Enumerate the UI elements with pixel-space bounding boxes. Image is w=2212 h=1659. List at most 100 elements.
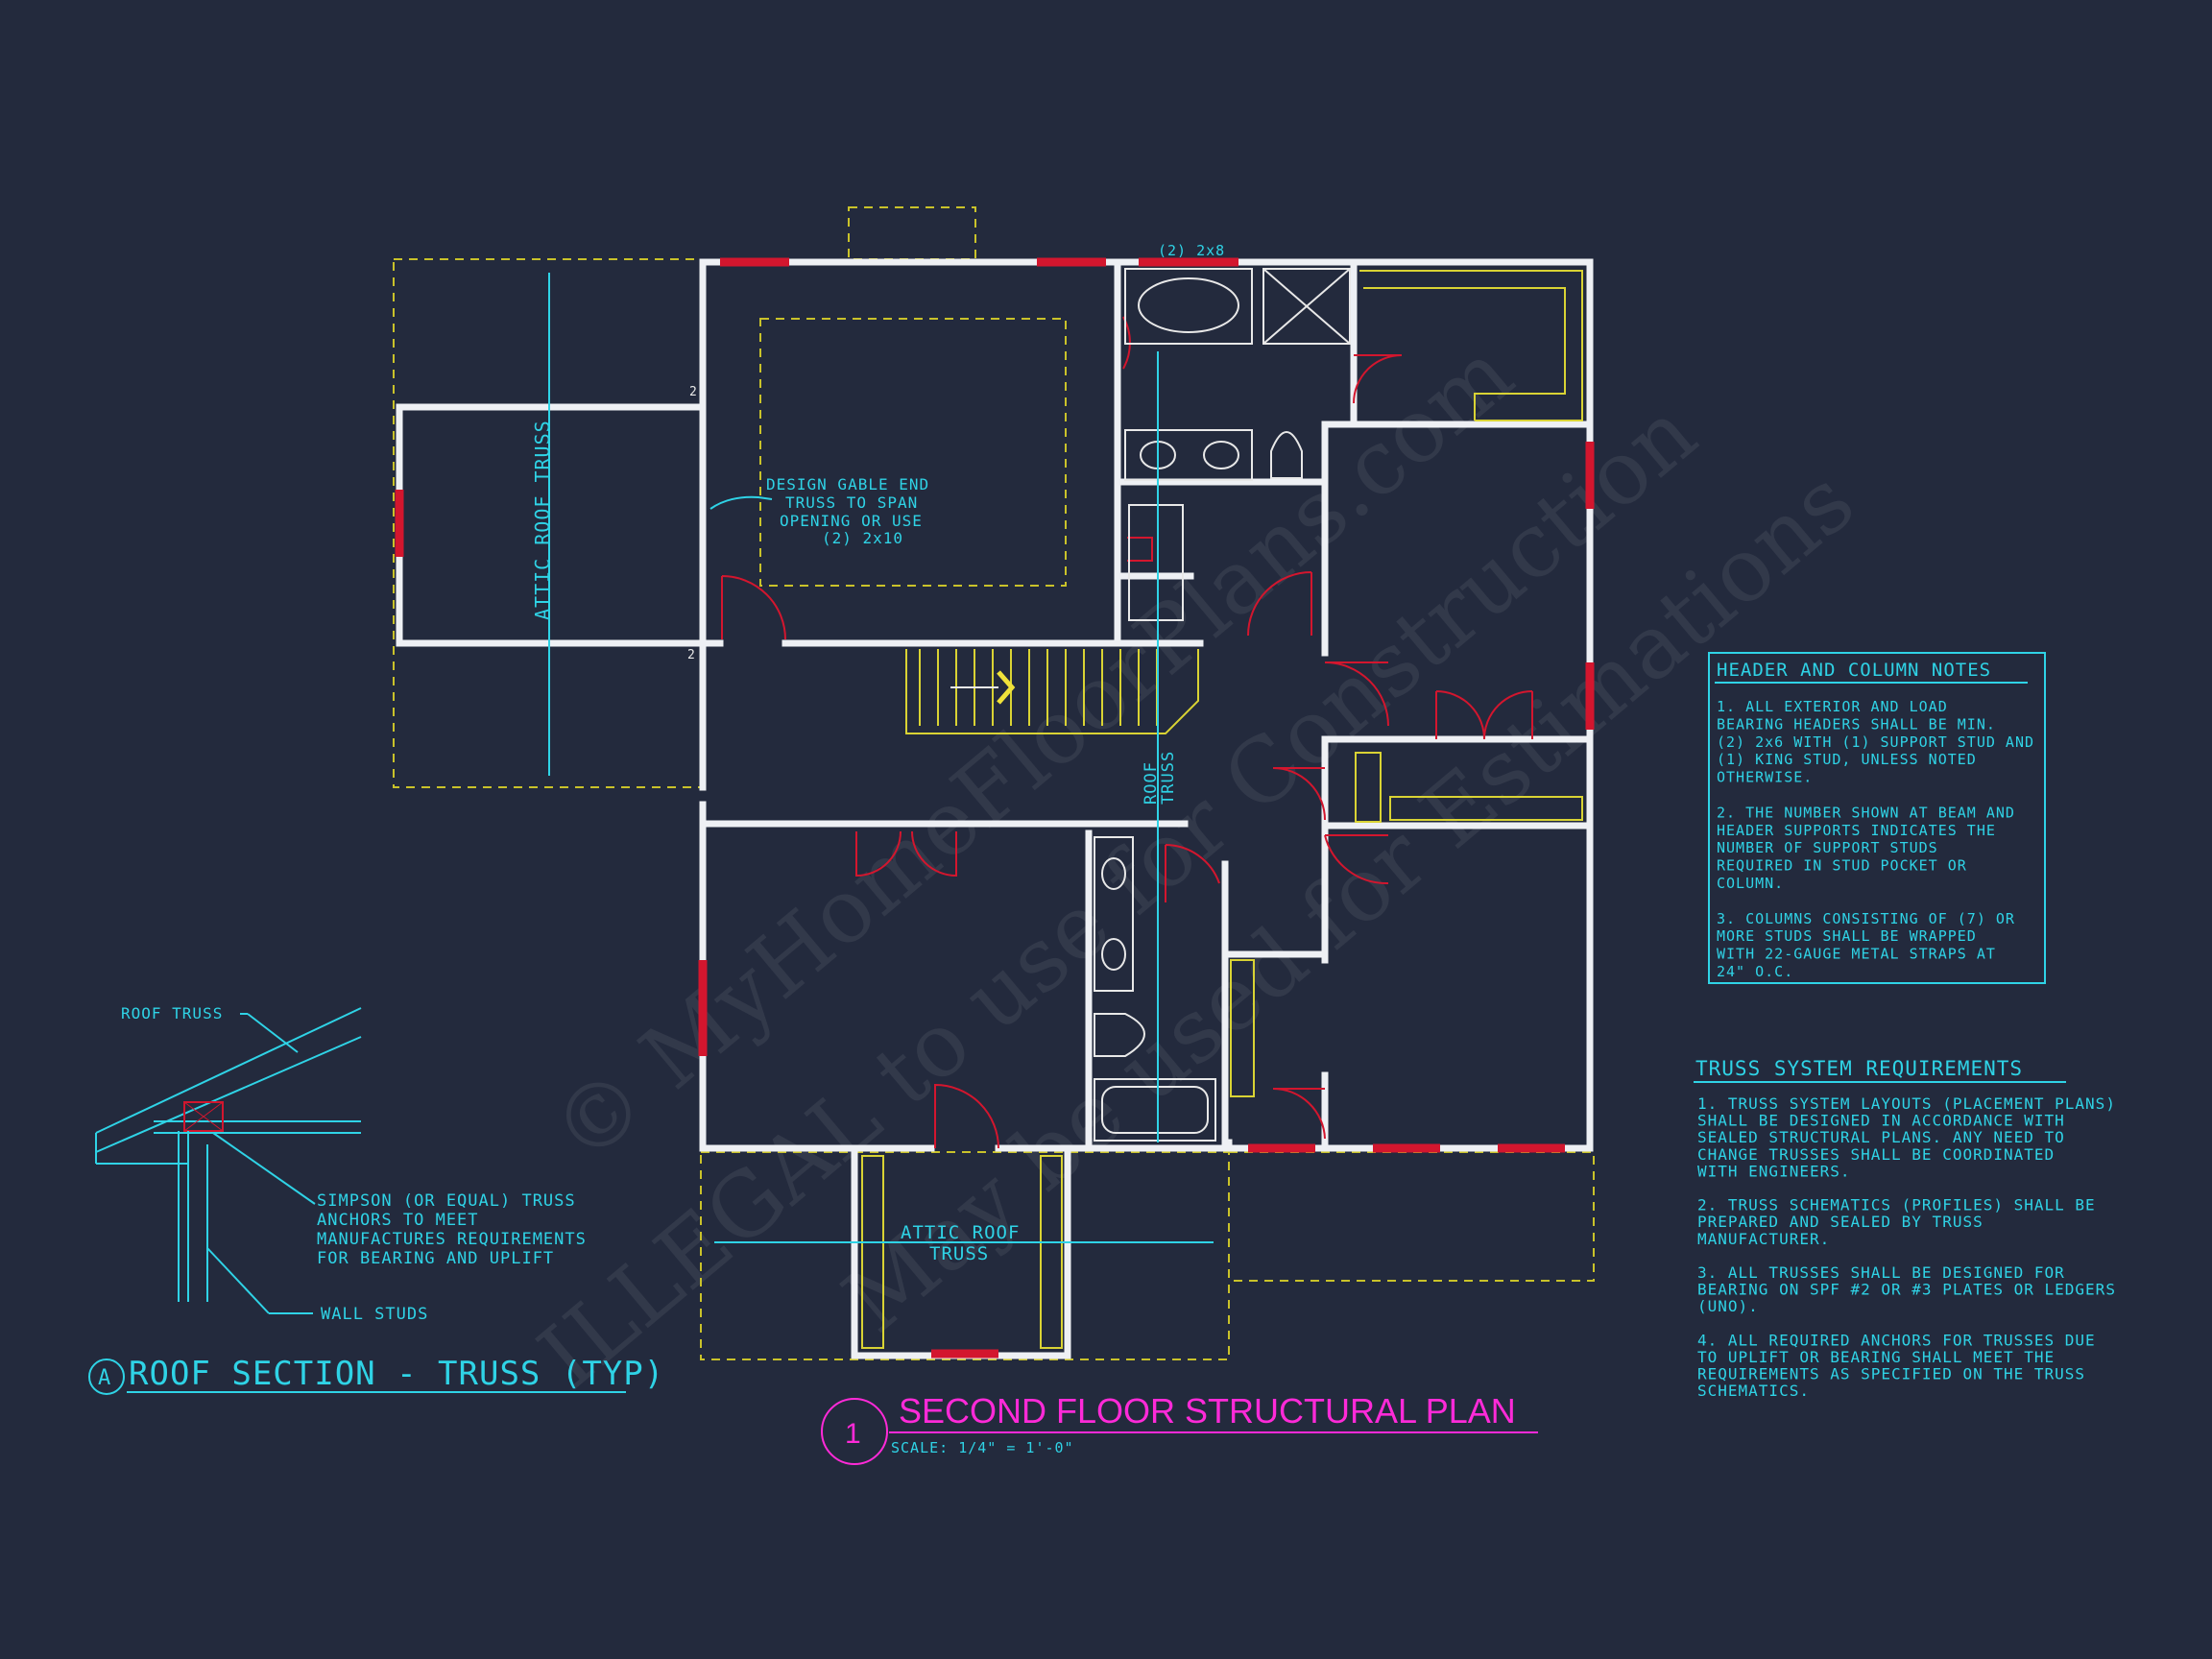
- truss-requirement-line: BEARING ON SPF #2 OR #3 PLATES OR LEDGER…: [1697, 1281, 2116, 1299]
- bathtub-basin-icon: [1138, 277, 1239, 333]
- exterior-wall-bottom: [995, 1139, 1233, 1152]
- attic-bottom-label-line: ATTIC ROOF: [901, 1222, 1020, 1243]
- header-note-line: MORE STUDS SHALL BE WRAPPED: [1717, 927, 1977, 945]
- windows: [395, 257, 1595, 1358]
- top-bump-outline: [848, 206, 976, 260]
- door-swing: [1272, 1088, 1326, 1140]
- door-swing: [1353, 354, 1403, 404]
- gable-note-line: OPENING OR USE: [780, 512, 923, 530]
- stair-direction-arrow-icon: [997, 670, 1016, 705]
- door-swing: [1165, 844, 1220, 902]
- toilet-icon: [1270, 431, 1303, 479]
- header-note-line: 24" O.C.: [1717, 963, 1793, 980]
- walls: [396, 258, 1594, 1359]
- fixtures: [1094, 268, 1351, 1142]
- anchor-note-line: MANUFACTURES REQUIREMENTS: [317, 1230, 587, 1249]
- header-notes-title: HEADER AND COLUMN NOTES: [1717, 660, 1991, 681]
- door-swing: [1247, 571, 1312, 637]
- roof-top-chord-bottom: [95, 1036, 362, 1153]
- truss-requirement-line: 1. TRUSS SYSTEM LAYOUTS (PLACEMENT PLANS…: [1697, 1094, 2116, 1113]
- header-notes-box: HEADER AND COLUMN NOTES 1. ALL EXTERIOR …: [1708, 652, 2046, 984]
- header-note-line: BEARING HEADERS SHALL BE MIN.: [1717, 715, 1996, 733]
- beam-label: (2) 2x8: [1158, 242, 1225, 259]
- closet-shelf: [1359, 270, 1583, 421]
- exterior-wall-main: [699, 258, 1594, 1152]
- section-marker-label: A: [98, 1366, 111, 1390]
- header-note-line: REQUIRED IN STUD POCKET OR: [1717, 857, 1967, 875]
- wall-studs-label: WALL STUDS: [321, 1305, 428, 1324]
- plan-title-block: 1 SECOND FLOOR STRUCTURAL PLAN SCALE: 1/…: [821, 1391, 1538, 1465]
- toilet-icon: [1094, 1013, 1145, 1057]
- sink-icon: [1101, 938, 1126, 971]
- page-title: SECOND FLOOR STRUCTURAL PLAN: [899, 1391, 1516, 1431]
- bathtub: [1094, 1078, 1216, 1142]
- roof-truss-label: ROOF TRUSS: [121, 1004, 223, 1022]
- roof-section-detail: ROOF TRUSS SIMPSON (OR EQUAL) TRUSS ANCH…: [88, 1004, 663, 1395]
- title-number-circle: [821, 1398, 888, 1465]
- plan-labels: (2) 2x8 DESIGN GABLE END TRUSS TO SPAN O…: [531, 242, 1225, 1264]
- gable-note-line: DESIGN GABLE END: [766, 475, 929, 493]
- door-swing: [1324, 661, 1389, 727]
- truss-requirement-line: MANUFACTURER.: [1697, 1230, 1830, 1248]
- roof-overhang-outlines: [393, 206, 1595, 1360]
- washer-dryer: [1128, 504, 1184, 621]
- bathtub: [1124, 268, 1253, 345]
- shower-drain-line: [1262, 268, 1351, 345]
- sink-icon: [1101, 857, 1126, 890]
- roof-top-chord: [95, 1007, 362, 1134]
- closet-shelf: [1355, 752, 1382, 823]
- attic-truss-member: [1040, 1155, 1063, 1349]
- truss-requirement-line: WITH ENGINEERS.: [1697, 1162, 1851, 1180]
- attic-bottom-label-line: TRUSS: [929, 1243, 989, 1264]
- door-swing: [934, 1083, 999, 1149]
- truss-requirement-line: REQUIREMENTS AS SPECIFIED ON THE TRUSS: [1697, 1365, 2085, 1383]
- header-note-line: NUMBER OF SUPPORT STUDS: [1717, 839, 1938, 856]
- truss-requirement-line: (UNO).: [1697, 1297, 1759, 1315]
- stud-count-label: 2: [687, 648, 695, 662]
- truss-anchor-icon: [183, 1101, 224, 1132]
- scale-label: SCALE: 1/4" = 1'-0": [891, 1439, 1074, 1456]
- staircase: [905, 649, 1199, 734]
- door-swing: [1272, 767, 1326, 821]
- closet-shelf-inner: [1363, 287, 1566, 421]
- linen-shelf: [1230, 959, 1255, 1097]
- truss-requirement-line: 3. ALL TRUSSES SHALL BE DESIGNED FOR: [1697, 1263, 2065, 1282]
- anchor-note-line: SIMPSON (OR EQUAL) TRUSS: [317, 1191, 576, 1211]
- truss-requirements-lines: 1. TRUSS SYSTEM LAYOUTS (PLACEMENT PLANS…: [1697, 1094, 2116, 1400]
- door-swing: [855, 830, 902, 878]
- anchor-note-line: ANCHORS TO MEET: [317, 1211, 479, 1230]
- sink-icon: [1203, 441, 1239, 469]
- roof-truss-label-line: ROOF: [1142, 761, 1161, 805]
- truss-requirement-line: PREPARED AND SEALED BY TRUSS: [1697, 1213, 1984, 1231]
- truss-requirements-block: TRUSS SYSTEM REQUIREMENTS 1. TRUSS SYSTE…: [1694, 1057, 2116, 1400]
- truss-requirement-line: CHANGE TRUSSES SHALL BE COORDINATED: [1697, 1145, 2055, 1164]
- truss-requirements-title: TRUSS SYSTEM REQUIREMENTS: [1695, 1057, 2023, 1080]
- watermark-line-1: © MyHomeFloorPlans.com: [533, 322, 1532, 1184]
- door-swing: [911, 830, 957, 878]
- truss-requirement-line: 2. TRUSS SCHEMATICS (PROFILES) SHALL BE: [1697, 1196, 2096, 1214]
- roof-truss-label-line: TRUSS: [1159, 751, 1178, 805]
- truss-requirement-line: SEALED STRUCTURAL PLANS. ANY NEED TO: [1697, 1128, 2065, 1146]
- stud-count-label: 2: [689, 385, 697, 399]
- gable-leader-line: [709, 495, 773, 510]
- shower: [1262, 268, 1351, 345]
- bathtub-basin-icon: [1101, 1086, 1209, 1134]
- anchor-note-line: FOR BEARING AND UPLIFT: [317, 1249, 554, 1268]
- attic-truss-member: [861, 1155, 884, 1349]
- roof-truss-leader: [247, 1013, 299, 1053]
- header-note-line: OTHERWISE.: [1717, 769, 1813, 786]
- door-swing: [1435, 690, 1485, 740]
- truss-requirement-line: 4. ALL REQUIRED ANCHORS FOR TRUSSES DUE: [1697, 1331, 2096, 1349]
- cabinet: [1127, 537, 1153, 562]
- truss-requirement-line: SCHEMATICS.: [1697, 1382, 1810, 1400]
- door-swing: [1483, 690, 1533, 740]
- header-note-line: COLUMN.: [1717, 875, 1784, 892]
- header-note-line: (2) 2x6 WITH (1) SUPPORT STUD AND: [1717, 733, 2034, 751]
- door-swing: [1324, 834, 1389, 885]
- vanity: [1124, 429, 1253, 481]
- truss-requirement-line: TO UPLIFT OR BEARING SHALL MEET THE: [1697, 1348, 2055, 1366]
- gable-note-line: (2) 2x10: [822, 529, 903, 547]
- attic-bottom-outline: [700, 1151, 1230, 1360]
